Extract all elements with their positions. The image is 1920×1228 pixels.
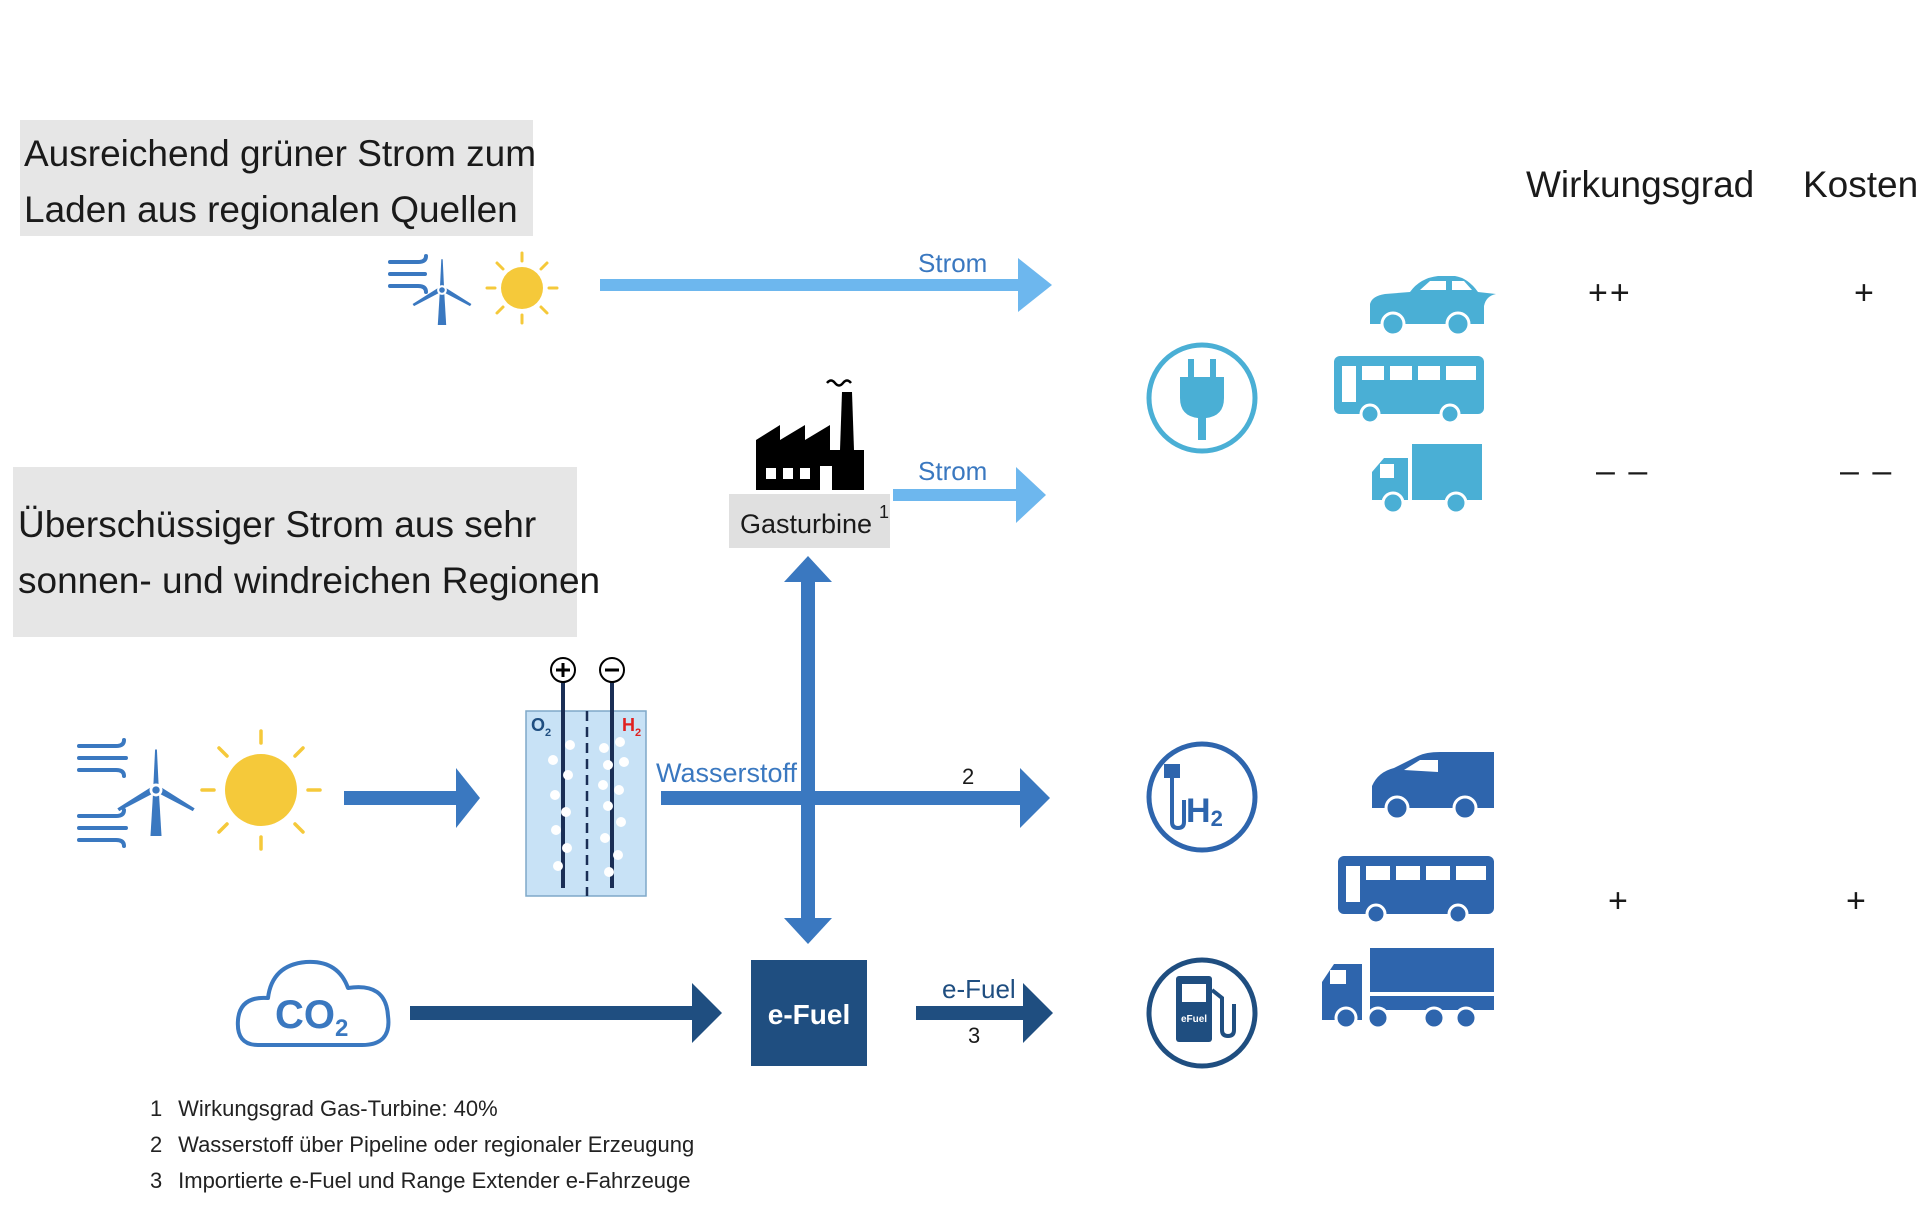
wind-turbine-icon-top	[412, 259, 472, 325]
electrolyzer-h2-label: H2	[622, 715, 641, 739]
electrolyzer-o2-label: O2	[531, 715, 551, 739]
vertical-distribution-arrow	[784, 556, 832, 944]
h2-efficiency-rating: +	[1608, 882, 1630, 920]
regional-power-line-1: Ausreichend grüner Strom zum	[24, 133, 537, 174]
h2-costs-rating: +	[1846, 882, 1868, 920]
power-to-electrolyzer-arrow	[344, 768, 480, 828]
hydrogen-station-label: H2	[1186, 792, 1223, 831]
footnote-2-number: 2	[150, 1132, 163, 1157]
footnote-3: 3 Importierte e-Fuel und Range Extender …	[150, 1168, 691, 1194]
co2-label: CO2	[275, 993, 348, 1042]
strom-arrow-mid	[893, 467, 1046, 523]
efuel-footnote-mark: 3	[968, 1023, 980, 1048]
gasturbine-label: Gasturbine	[740, 509, 872, 539]
efuel-pump-label: eFuel	[1181, 1014, 1207, 1025]
semi-truck-icon	[1322, 948, 1494, 1030]
co2-to-efuel-arrow	[410, 983, 722, 1043]
gasturbine-footnote-mark: 1	[879, 502, 889, 522]
hydrogen-station-icon	[1146, 741, 1258, 853]
footnote-1-number: 1	[150, 1096, 163, 1121]
gasturbine-label-box	[729, 494, 890, 548]
footnote-3-text: Importierte e-Fuel und Range Extender e-…	[178, 1168, 691, 1193]
efuel-box-label: e-Fuel	[768, 999, 850, 1030]
co2-cloud-icon	[235, 959, 391, 1048]
battery-costs-rating: +	[1854, 274, 1876, 312]
gas-costs-rating: – –	[1840, 452, 1894, 490]
footnote-2-text: Wasserstoff über Pipeline oder regionale…	[178, 1132, 695, 1157]
footnote-1-text: Wirkungsgrad Gas-Turbine: 40%	[178, 1096, 498, 1121]
footnote-2: 2 Wasserstoff über Pipeline oder regiona…	[150, 1132, 694, 1158]
sun-icon-bottom	[200, 729, 322, 851]
electrolyzer-icon	[525, 657, 647, 897]
wasserstoff-label: Wasserstoff	[656, 758, 798, 788]
sun-icon-top	[485, 251, 559, 325]
bus-icon-hydrogen	[1338, 856, 1494, 925]
footnote-3-number: 3	[150, 1168, 163, 1193]
surplus-power-line-1: Überschüssiger Strom aus sehr	[18, 504, 537, 545]
costs-header: Kosten	[1803, 164, 1919, 205]
wasserstoff-footnote-mark: 2	[962, 764, 974, 789]
strom-arrow-top	[600, 258, 1052, 312]
strom-label-mid: Strom	[918, 456, 987, 486]
regional-power-line-2: Laden aus regionalen Quellen	[24, 189, 518, 230]
bus-icon-electric	[1334, 356, 1484, 425]
van-icon	[1372, 752, 1494, 821]
efuel-pump-icon	[1146, 957, 1258, 1069]
strom-label-top: Strom	[918, 248, 987, 278]
regional-power-box: Ausreichend grüner Strom zum Laden aus r…	[20, 120, 537, 236]
surplus-power-line-2: sonnen- und windreichen Regionen	[18, 560, 601, 601]
wasserstoff-arrow	[661, 768, 1050, 828]
efuel-arrow	[916, 983, 1053, 1043]
efficiency-header: Wirkungsgrad	[1526, 164, 1755, 205]
gas-efficiency-rating: – –	[1596, 452, 1650, 490]
wind-icon-bottom	[77, 738, 128, 848]
wind-turbine-icon-bottom	[117, 749, 195, 836]
footnote-1: 1 Wirkungsgrad Gas-Turbine: 40%	[150, 1096, 498, 1122]
truck-icon-electric	[1372, 444, 1482, 515]
charging-plug-icon	[1146, 342, 1258, 454]
wind-icon-top	[388, 254, 428, 294]
battery-efficiency-rating: ++	[1588, 274, 1632, 312]
efuel-box	[751, 960, 867, 1066]
factory-icon	[756, 379, 864, 490]
surplus-power-box: Überschüssiger Strom aus sehr sonnen- un…	[13, 467, 601, 637]
efuel-label: e-Fuel	[942, 974, 1016, 1004]
car-icon	[1370, 276, 1496, 337]
